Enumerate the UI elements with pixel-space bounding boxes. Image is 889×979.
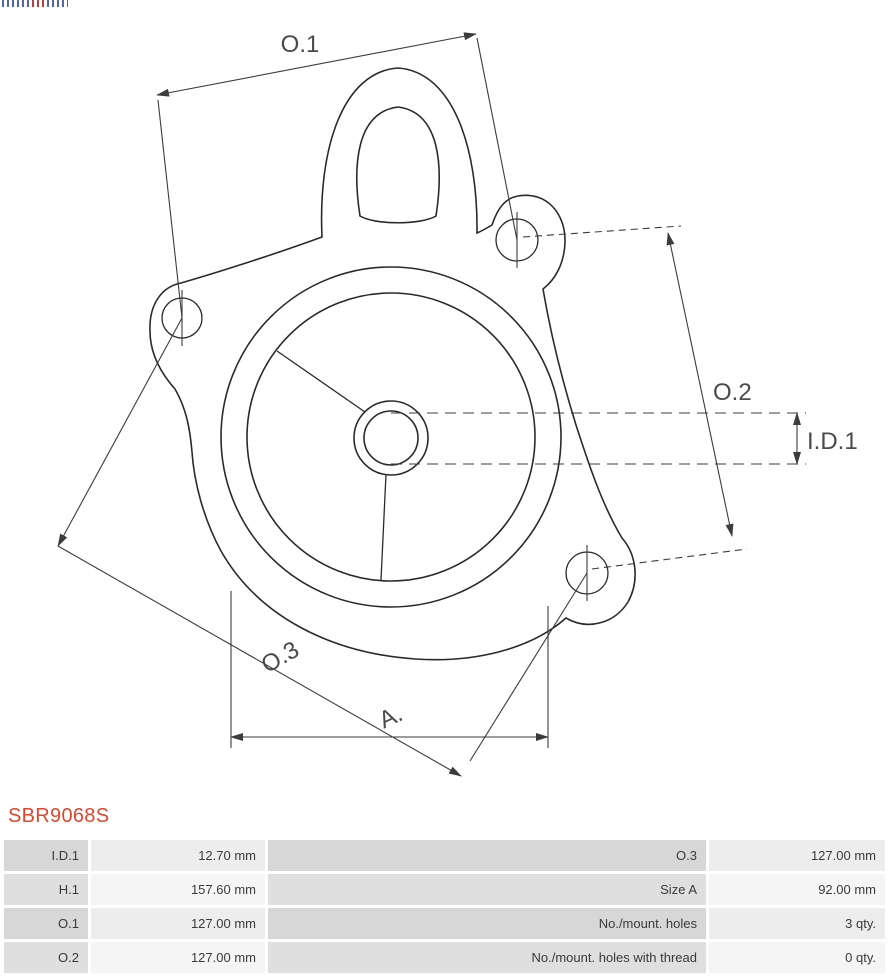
spec-label-o1: O.1 <box>4 908 88 939</box>
spec-value-mount-holes: 3 qty. <box>709 908 885 939</box>
sector-line-lower <box>380 473 387 581</box>
dimension-o2: O.2 <box>522 225 752 570</box>
spec-value-size-a: 92.00 mm <box>709 874 885 905</box>
flange-outline <box>149 67 636 661</box>
spec-label-size-a: Size A <box>268 874 706 905</box>
dimension-label-o2: O.2 <box>713 379 752 406</box>
logo-fragment <box>2 0 68 7</box>
spec-label-h1: H.1 <box>4 874 88 905</box>
spec-value-id1: 12.70 mm <box>91 840 265 871</box>
spec-label-o3: O.3 <box>268 840 706 871</box>
o3-extension-right <box>469 572 588 762</box>
bore-outer-circle <box>220 266 562 608</box>
flange-body <box>149 67 636 661</box>
spec-value-o2: 127.00 mm <box>91 942 265 973</box>
spec-value-o3: 127.00 mm <box>709 840 885 871</box>
spec-label-mount-holes: No./mount. holes <box>268 908 706 939</box>
dimension-id1: I.D.1 <box>391 412 858 465</box>
technical-diagram: O.1 O.2 O.3 I.D.1 A. <box>57 31 858 777</box>
o2-extension-bottom <box>591 548 748 570</box>
spec-label-id1: I.D.1 <box>4 840 88 871</box>
bore-inner-circle <box>246 292 536 582</box>
o3-extension-left <box>57 317 183 547</box>
spec-label-mount-holes-thread: No./mount. holes with thread <box>268 942 706 973</box>
spec-label-o2: O.2 <box>4 942 88 973</box>
hub-outer-circle <box>353 400 429 476</box>
o2-dimension-line <box>666 232 734 537</box>
dimension-label-o1: O.1 <box>281 31 320 58</box>
o1-extension-right <box>476 37 518 241</box>
spec-table: I.D.1 12.70 mm O.3 127.00 mm H.1 157.60 … <box>4 840 885 973</box>
o1-extension-left <box>157 99 183 319</box>
dimension-label-id1: I.D.1 <box>807 428 858 455</box>
dimension-o1: O.1 <box>156 31 518 319</box>
spec-value-mount-holes-thread: 0 qty. <box>709 942 885 973</box>
o1-dimension-line <box>156 32 477 97</box>
lifting-eye-hole <box>356 106 440 224</box>
spec-value-h1: 157.60 mm <box>91 874 265 905</box>
spec-value-o1: 127.00 mm <box>91 908 265 939</box>
hub-inner-circle <box>363 410 419 466</box>
o2-extension-top <box>522 225 682 238</box>
part-number: SBR9068S <box>8 805 110 827</box>
sector-line-upper <box>276 350 366 413</box>
dimension-label-o3: O.3 <box>257 636 304 679</box>
